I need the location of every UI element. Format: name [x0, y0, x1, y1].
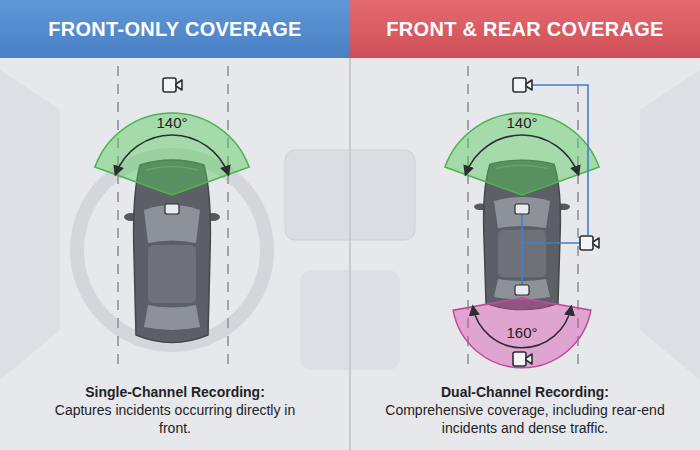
angle-arc	[473, 307, 571, 348]
header-title: FRONT & REAR COVERAGE	[386, 18, 663, 41]
dash-cam	[165, 204, 179, 214]
caption-heading: Single-Channel Recording:	[25, 383, 325, 401]
caption-body: Captures incidents occurring directly in…	[50, 401, 300, 437]
angle-arc	[116, 135, 229, 175]
camera-icon	[513, 352, 532, 366]
angle-label: 160°	[492, 325, 552, 341]
lane-lines	[118, 66, 578, 372]
dash-cam	[515, 204, 529, 214]
front-field-of-view	[445, 113, 599, 195]
front-field-of-view	[95, 113, 249, 195]
camera-icon	[163, 78, 182, 92]
rear-field-of-view	[453, 298, 591, 368]
header-title: FRONT-ONLY COVERAGE	[48, 18, 302, 41]
header-band: FRONT-ONLY COVERAGE	[0, 0, 350, 58]
door-panel	[0, 70, 60, 380]
caption-body: Comprehensive coverage, including rear-e…	[370, 401, 680, 437]
header-band: FRONT & REAR COVERAGE	[350, 0, 700, 58]
camera-icon	[513, 78, 532, 92]
angle-label: 140°	[142, 115, 202, 131]
angle-arc	[466, 135, 579, 175]
caption-heading: Dual-Channel Recording:	[365, 383, 685, 401]
camera-icon	[580, 236, 599, 250]
divider	[349, 58, 351, 450]
door-panel	[640, 70, 700, 380]
rear-dash-cam	[515, 285, 529, 295]
angle-label: 140°	[492, 115, 552, 131]
